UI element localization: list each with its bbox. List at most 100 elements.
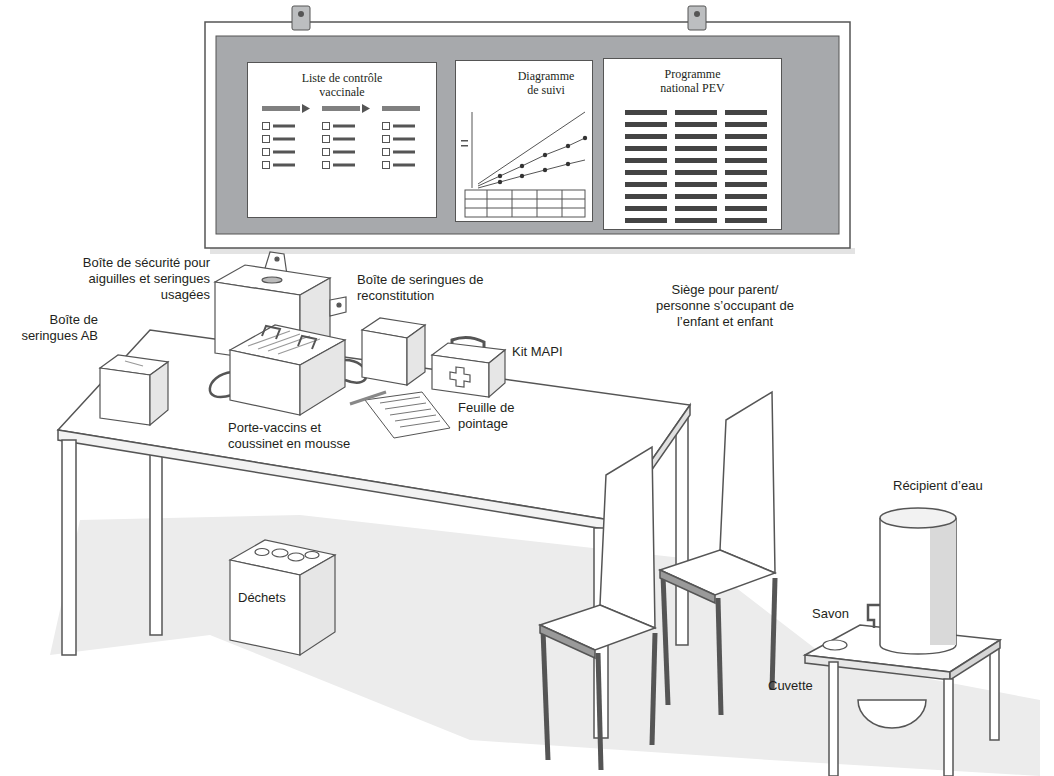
part-label: Kit MAPI xyxy=(512,344,602,360)
poster: Diagramme de suivi xyxy=(455,60,593,222)
vaccine-carrier xyxy=(298,336,316,349)
vaccine-carrier xyxy=(210,372,232,397)
checklist-poster xyxy=(323,149,356,156)
monitoring-chart-poster xyxy=(461,145,468,147)
waste-box xyxy=(288,553,304,561)
water-container xyxy=(930,518,956,645)
notice-board xyxy=(205,6,855,254)
part-label: Savon xyxy=(812,606,872,622)
monitoring-chart-poster xyxy=(465,199,585,200)
chair xyxy=(540,447,655,770)
table xyxy=(58,330,690,738)
waste-box xyxy=(305,552,319,559)
monitoring-chart-poster xyxy=(543,153,547,157)
wash-table xyxy=(805,655,950,680)
vaccine-carrier xyxy=(262,326,280,339)
water-container xyxy=(880,518,956,654)
wash-table xyxy=(944,679,953,776)
checklist-poster xyxy=(383,149,416,156)
checklist-poster xyxy=(302,104,310,113)
checklist-poster xyxy=(382,106,420,111)
poster-title: Diagramme de suivi xyxy=(511,69,581,97)
syringe-box xyxy=(150,362,168,425)
table xyxy=(676,410,688,645)
monitoring-chart-poster xyxy=(512,190,513,217)
monitoring-chart-poster xyxy=(478,138,585,186)
monitoring-chart-poster xyxy=(472,112,473,188)
epi-schedule-poster xyxy=(625,146,767,151)
poster-title: Programme national PEV xyxy=(648,67,738,95)
monitoring-chart-poster xyxy=(461,140,468,142)
safety-box xyxy=(275,257,279,261)
chair xyxy=(772,578,775,690)
wash-table xyxy=(990,645,999,740)
tally-sheet xyxy=(350,392,450,438)
monitoring-chart-poster xyxy=(520,164,524,168)
checklist-poster xyxy=(247,62,437,218)
monitoring-chart-poster xyxy=(455,60,593,222)
vaccine-carrier xyxy=(230,350,300,415)
checklist-poster xyxy=(383,162,416,169)
epi-schedule-poster xyxy=(625,194,767,199)
part-label: Siège pour parent/ personne s’occupant d… xyxy=(650,282,800,330)
box-label: Déchets xyxy=(238,590,296,606)
notice-board xyxy=(298,11,304,17)
floor-shadow xyxy=(50,515,1040,776)
aefi-kit xyxy=(489,350,505,397)
aefi-kit xyxy=(432,337,505,397)
epi-schedule-poster xyxy=(625,122,767,127)
notice-board xyxy=(688,6,706,30)
epi-schedule-poster xyxy=(625,218,767,223)
notice-board xyxy=(205,22,850,248)
notice-board xyxy=(292,6,310,30)
chair xyxy=(543,630,548,760)
tally-sheet xyxy=(350,392,386,404)
syringe-box xyxy=(125,361,143,366)
part-label: Boîte de sécurité pour aiguilles et seri… xyxy=(60,255,210,303)
notice-board xyxy=(216,36,839,234)
checklist-poster xyxy=(263,136,296,143)
monitoring-chart-poster xyxy=(583,136,587,140)
checklist-poster xyxy=(323,123,356,130)
epi-schedule-poster xyxy=(603,58,782,230)
notice-board xyxy=(694,11,700,17)
vaccine-carrier xyxy=(268,336,310,351)
wash-table xyxy=(858,700,926,728)
epi-schedule-poster xyxy=(625,170,767,175)
poster-title: Liste de contrôle vaccinale xyxy=(282,71,402,99)
tally-sheet xyxy=(395,415,436,421)
chair xyxy=(600,447,655,628)
safety-box xyxy=(330,297,346,316)
table xyxy=(62,440,76,655)
checklist-poster xyxy=(383,123,416,130)
tally-sheet xyxy=(385,403,426,409)
water-container xyxy=(868,508,956,654)
epi-schedule-poster xyxy=(625,158,767,163)
monitoring-chart-poster xyxy=(487,190,488,217)
part-label: Cuvette xyxy=(768,678,828,694)
chair xyxy=(663,575,668,705)
monitoring-chart-poster xyxy=(562,190,563,217)
soap xyxy=(823,640,847,650)
safety-box xyxy=(215,252,346,365)
waste-box xyxy=(300,555,335,655)
tally-sheet xyxy=(400,421,440,427)
tally-sheet xyxy=(365,392,450,438)
vaccine-carrier xyxy=(248,331,290,346)
chair xyxy=(720,392,775,573)
chair xyxy=(540,625,595,658)
notice-board xyxy=(210,248,855,254)
waste-box xyxy=(230,540,335,655)
part-label: Récipient d’eau xyxy=(893,478,1033,494)
waste-box xyxy=(255,549,269,556)
aefi-kit xyxy=(450,367,470,387)
monitoring-chart-poster xyxy=(566,162,570,166)
epi-schedule-poster xyxy=(625,182,767,187)
checklist-poster xyxy=(263,149,296,156)
monitoring-chart-poster xyxy=(498,180,502,184)
part-label: Boîte de seringues de reconstitution xyxy=(357,272,507,304)
syringe-box xyxy=(100,355,168,425)
